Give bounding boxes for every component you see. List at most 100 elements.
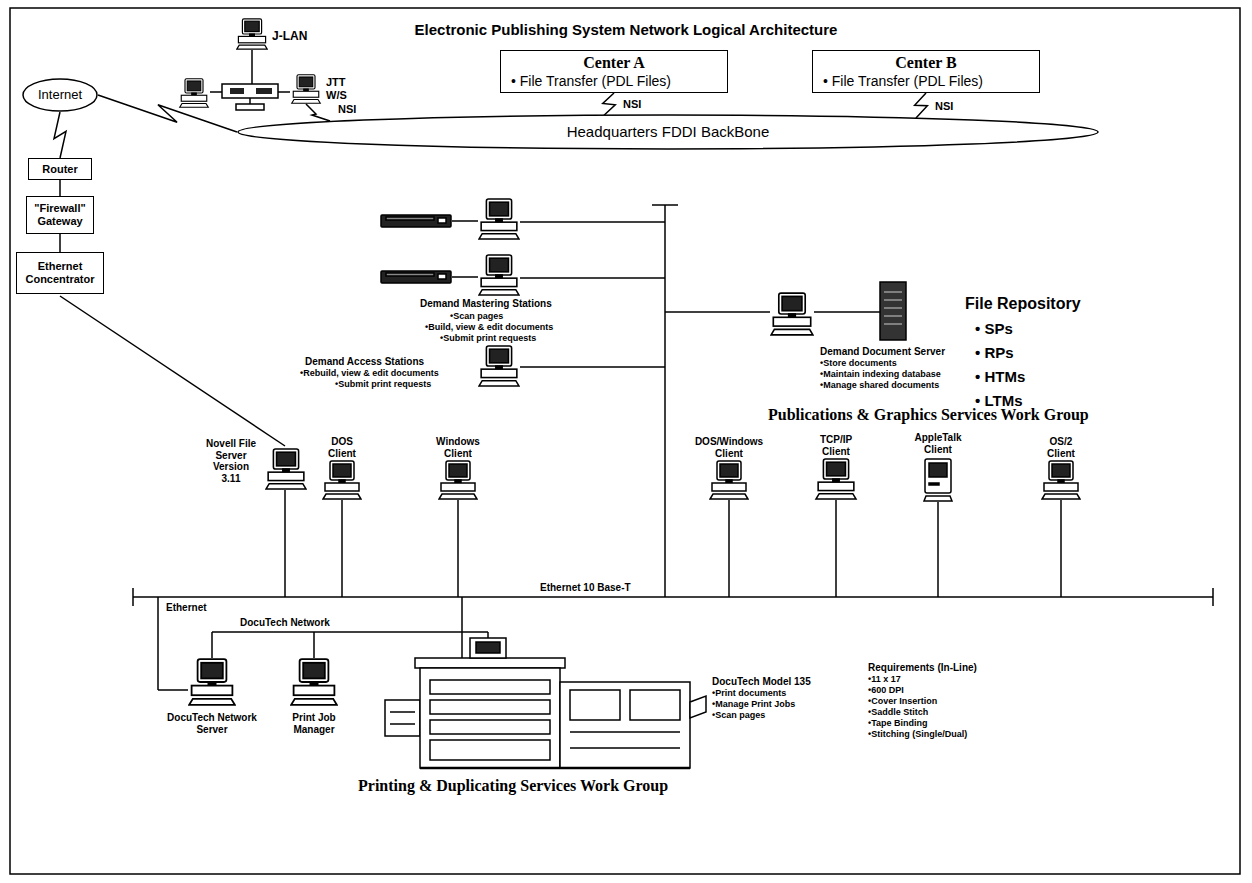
annotation-label: JTT W/S (326, 76, 356, 101)
annotation-label: •Scan pages (450, 311, 503, 322)
docutech-network-part (461, 597, 463, 658)
annotation-label: •Manage Print Jobs (712, 699, 795, 710)
node-body: • File Transfer (PDL Files) (511, 73, 717, 89)
node-heading: Center B (823, 54, 1029, 72)
ethernet-bus-part (133, 596, 1213, 598)
document-server (665, 282, 906, 340)
docutech-printer-part (690, 696, 706, 718)
node-heading: Center A (511, 54, 717, 72)
jlan-cluster-part (306, 104, 330, 121)
ethernet-bus-part (323, 461, 361, 499)
annotation-label: • HTMs (975, 368, 1025, 386)
annotation-label: •11 x 17 (868, 674, 901, 685)
frame-border (10, 8, 1240, 874)
network-link-bolt (915, 93, 928, 118)
ellipse-outline (23, 79, 97, 111)
docutech-printer-part (430, 740, 550, 760)
jlan-cluster-part (278, 91, 290, 93)
jlan-cluster-part (256, 88, 272, 94)
annotation-label: Ethernet 10 Base-T (540, 582, 631, 594)
annotation-label: Requirements (In-Line) (868, 662, 977, 674)
annotation-label: •Submit print requests (440, 333, 536, 344)
annotation-label: DOS/Windows Client (692, 436, 766, 459)
annotation-label: •Tape Binding (868, 718, 927, 729)
network-link-line (59, 180, 61, 196)
annotation-label: •Cover Insertion (868, 696, 937, 707)
jlan-cluster-part (222, 84, 278, 98)
document-server-part (884, 300, 902, 301)
annotation-label: •Saddle Stitch (868, 707, 928, 718)
annotation-label: •Print documents (712, 688, 786, 699)
annotation-label: •Rebuild, view & edit documents (300, 368, 439, 379)
annotation-label: NSI (338, 103, 356, 116)
annotation-label: Printing & Duplicating Services Work Gro… (358, 776, 668, 795)
docutech-printer (385, 638, 706, 768)
docutech-network-part (313, 632, 315, 658)
annotation-label: TCP/IP Client (808, 434, 864, 457)
node-heading: Headquarters FDDI BackBone (297, 123, 1039, 141)
docutech-printer-part (420, 767, 690, 770)
ethernet-bus-part (284, 490, 286, 597)
annotation-label: AppleTalk Client (908, 432, 968, 455)
document-server-part (665, 311, 770, 313)
jlan-cluster-part (236, 104, 264, 110)
mastering-stations-part (452, 276, 478, 278)
link-label: NSI (621, 98, 643, 111)
document-server-part (771, 293, 813, 335)
annotation-label: Windows Client (432, 436, 484, 459)
mastering-stations-part (479, 346, 519, 386)
annotation-label: • RPs (975, 344, 1014, 362)
docutech-printer-part (630, 690, 680, 720)
ethernet-bus-part (1060, 500, 1062, 597)
annotation-label: •Store documents (820, 358, 897, 369)
annotation-label: •600 DPI (868, 685, 904, 696)
mastering-stations-part (479, 255, 519, 295)
docutech-network-part (211, 632, 213, 658)
annotation-label: Ethernet (166, 602, 207, 614)
diagram-title: Electronic Publishing System Network Log… (0, 21, 1252, 39)
node-heading: Internet (32, 87, 88, 103)
mastering-stations-part (520, 277, 665, 279)
docutech-printer-part (430, 680, 550, 694)
annotation-label: OS/2 Client (1037, 436, 1085, 459)
docutech-printer-part (476, 642, 500, 653)
jlan-cluster-part (292, 75, 321, 104)
ethernet-bus-part (457, 500, 459, 597)
document-server-part (884, 324, 902, 325)
document-server-part (884, 308, 902, 309)
mastering-stations-part (479, 199, 519, 239)
ethernet-bus-part (1042, 461, 1080, 499)
document-server-part (880, 282, 906, 340)
document-server-part (814, 311, 880, 313)
annotation-label: •Scan pages (712, 710, 765, 721)
site-box: Center A• File Transfer (PDL Files) (500, 50, 728, 93)
docutech-network-part (158, 689, 188, 691)
ethernet-bus-part (341, 500, 343, 597)
docutech-printer-part (390, 723, 415, 725)
mastering-stations-part (652, 204, 678, 206)
annotation-label: •Submit print requests (335, 379, 431, 390)
annotation-label: •Manage shared documents (820, 380, 939, 391)
docutech-printer-part (430, 720, 550, 734)
annotation-label: •Maintain indexing database (820, 369, 941, 380)
mastering-stations-part (381, 215, 451, 227)
concentrator-box: Ethernet Concentrator (16, 252, 104, 294)
docutech-printer-part (570, 690, 620, 720)
ethernet-bus-part (816, 459, 856, 499)
docutech-printer-part (430, 700, 550, 714)
network-link-bolt (54, 112, 66, 158)
annotation-label: •Build, view & edit documents (425, 322, 553, 333)
mastering-stations-part (520, 221, 665, 223)
network-link-bolt (603, 93, 616, 115)
node-heading: Ethernet Concentrator (21, 260, 99, 285)
annotation-label: J-LAN (272, 30, 307, 44)
ethernet-bus-part (710, 461, 748, 499)
annotation-label: DocuTech Network Server (167, 712, 257, 735)
document-server-part (884, 316, 902, 317)
ethernet-bus-part (1212, 588, 1214, 606)
mastering-stations (381, 199, 678, 597)
internet-link-wire (60, 296, 285, 446)
ethernet-bus-part (924, 459, 952, 501)
mastering-stations-part (520, 366, 665, 368)
document-server-part (884, 292, 902, 293)
